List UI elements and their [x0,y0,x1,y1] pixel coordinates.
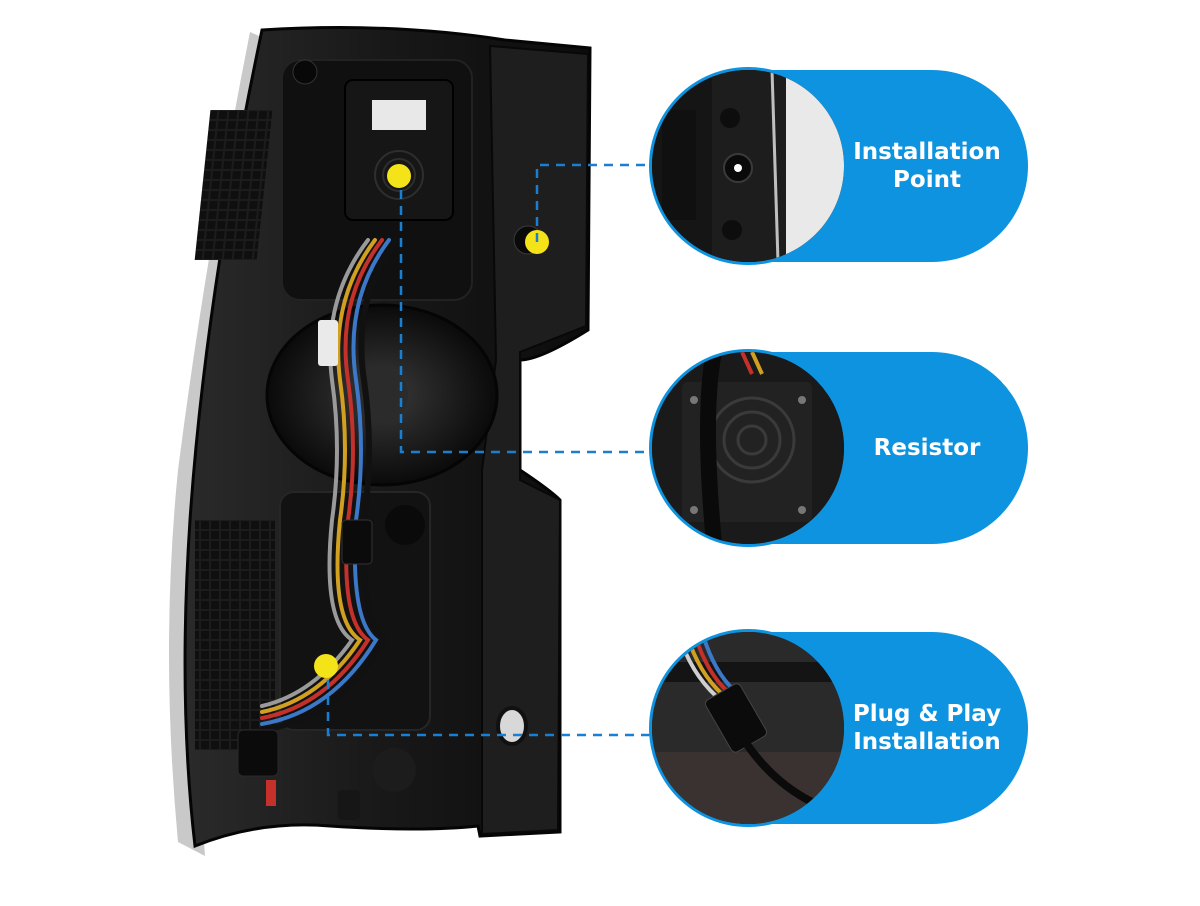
bottom-boss [372,748,416,792]
plug-and-play-closeup [652,632,844,824]
callout-installation-point: Installation Point [652,70,1028,262]
installation-point-label: Installation Point [853,139,1001,193]
black-connector [341,519,373,565]
grid-texture-upper [194,110,273,260]
plug-connector [237,729,279,777]
grid-texture-lower [195,520,275,750]
installation-point-closeup [652,70,844,262]
lower-socket [385,505,425,545]
red-wire-tip [266,780,276,806]
plug-and-play-label: Plug & Play Installation [852,701,1002,755]
marker-plug [314,654,338,678]
bottom-tab [338,790,360,820]
resistor-closeup [652,352,844,544]
mounting-stud-bottom [496,706,528,746]
marker-resistor [387,164,411,188]
mounting-stud-top [292,59,318,85]
resistor-label: Resistor [873,435,981,461]
callout-resistor: Resistor [652,352,1028,544]
white-connector [318,320,338,366]
resistor-label-sticker [372,100,426,130]
leader-lines [326,163,652,737]
callout-plug-and-play: Plug & Play Installation [652,632,1028,824]
